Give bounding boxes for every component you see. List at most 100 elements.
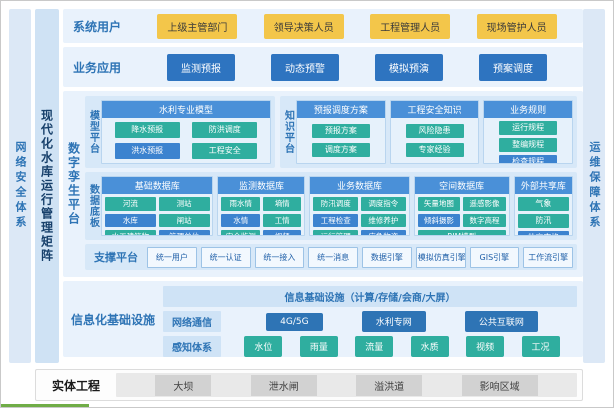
knowledge-item: 检查规程: [499, 155, 558, 163]
database-item: 工程检查: [313, 213, 359, 227]
knowledge-item: 专家经验: [405, 143, 464, 158]
database-box-monitoring: 监测数据库 雨水情 墒情 水情 工情 安全监测 视频: [217, 176, 306, 236]
knowledge-platform-label: 知识平台: [282, 110, 294, 154]
management-matrix-label: 现代化水库运行管理矩阵: [39, 109, 54, 263]
database-items: 河流 测站 水库 闸站 水工建筑物 管理单位: [102, 194, 212, 235]
digital-twin-label: 数字孪生平台: [66, 142, 81, 226]
knowledge-item: 运行规程: [499, 121, 558, 135]
network-label: 网络通信: [163, 311, 221, 332]
database-item: 数字高程: [463, 213, 506, 227]
system-users-label: 系统用户: [73, 19, 122, 34]
network-item: 水利专网: [361, 311, 426, 332]
knowledge-item: 风险隐患: [405, 123, 464, 138]
knowledge-platform-label-strip: 知识平台: [280, 96, 296, 168]
network-items: 4G/5G 水利专网 公共互联网: [227, 311, 577, 332]
sensing-row: 感知体系 水位 雨量 流量 水质 视频 工况: [163, 336, 577, 357]
model-item: 工程安全: [192, 142, 258, 159]
support-item: 工作流引擎: [523, 246, 573, 268]
infrastructure-content: 信息基础设施（计算/存储/会商/大屏） 网络通信 4G/5G 水利专网 公共互联…: [163, 281, 583, 357]
model-item: 降水预报: [114, 122, 180, 139]
database-item: 运行管理: [313, 230, 359, 235]
support-item: GIS引擎: [469, 246, 520, 268]
model-platform-body: 水利专业模型 降水预报 防洪调度 洪水预报 工程安全: [101, 96, 275, 168]
app-box: 监测预报: [167, 53, 235, 81]
database-item: 管理单位: [158, 230, 210, 235]
physical-item: 影响区域: [461, 374, 538, 396]
network-item: 公共互联网: [464, 311, 538, 332]
user-box: 领导决策人员: [263, 13, 344, 39]
physical-item: 溢洪道: [356, 374, 423, 396]
database-item: 安全监测: [221, 230, 260, 235]
database-box-basic: 基础数据库 河流 测站 水库 闸站 水工建筑物 管理单位: [101, 176, 214, 236]
system-users-row: 系统用户 上级主管部门 领导决策人员 工程管理人员 现场管护人员: [63, 9, 583, 43]
database-item: 遥感影像: [463, 197, 506, 211]
sensing-item: 雨量: [299, 336, 338, 357]
model-item: 防洪调度: [192, 122, 258, 139]
support-item: 统一消息: [308, 246, 358, 268]
database-item: 测站: [158, 197, 210, 211]
knowledge-item: 预报方案: [311, 123, 370, 138]
database-box-spatial: 空间数据库 矢量地图 遥感影像 倾斜摄影 数字高程 BIM模型: [413, 176, 510, 236]
sensing-item: 水位: [244, 336, 283, 357]
infrastructure-label: 信息化基础设施: [70, 312, 155, 327]
data-board-label: 数据底板: [87, 184, 99, 228]
database-item: 水工建筑物: [105, 230, 156, 235]
support-item: 模拟仿真引擎: [415, 246, 466, 268]
main-content: 系统用户 上级主管部门 领导决策人员 工程管理人员 现场管护人员 业务应用 监测…: [63, 9, 583, 363]
database-item: 水情: [221, 213, 260, 227]
support-platform-row: 支撑平台 统一用户 统一认证 统一接入 统一消息 数据引擎 模拟仿真引擎 GIS…: [85, 244, 577, 270]
ops-support-strip: 运维保障体系: [583, 9, 605, 363]
sensing-item: 视频: [466, 336, 505, 357]
database-items: 雨水情 墒情 水情 工情 安全监测 视频: [218, 194, 304, 235]
network-row: 网络通信 4G/5G 水利专网 公共互联网: [163, 311, 577, 332]
database-item: 雨水情: [221, 197, 260, 211]
database-header: 监测数据库: [218, 177, 305, 194]
app-box: 模拟预演: [374, 53, 443, 81]
hydraulic-models-box: 水利专业模型 降水预报 防洪调度 洪水预报 工程安全: [101, 100, 271, 164]
knowledge-item: 整编规程: [499, 138, 558, 152]
business-apps-items: 监测预报 动态预警 模拟预演 预案调度: [131, 53, 583, 81]
user-box: 上级主管部门: [157, 13, 238, 39]
support-item: 统一用户: [147, 246, 197, 268]
system-users-items: 上级主管部门 领导决策人员 工程管理人员 现场管护人员: [131, 13, 583, 39]
business-apps-row: 业务应用 监测预报 动态预警 模拟预演 预案调度: [63, 47, 583, 87]
database-item: 倾斜摄影: [417, 213, 461, 227]
support-platform-label: 支撑平台: [94, 251, 138, 264]
support-item: 统一接入: [254, 246, 305, 268]
green-accent-line: [1, 404, 89, 407]
database-header: 空间数据库: [414, 177, 509, 194]
physical-item: 泄水闸: [250, 374, 317, 396]
knowledge-box-items: 预报方案 调度方案: [297, 118, 385, 163]
knowledge-box: 预报调度方案 预报方案 调度方案: [296, 100, 386, 164]
database-box-external: 外部共享库 气象 防汛 共享交换: [513, 176, 573, 236]
sensing-label: 感知体系: [163, 336, 221, 357]
business-apps-label: 业务应用: [73, 60, 122, 75]
hydraulic-models-items: 降水预报 防洪调度 洪水预报 工程安全: [102, 118, 270, 163]
sensing-item: 水质: [410, 336, 449, 357]
database-item: BIM模型: [417, 230, 506, 235]
database-item: 防汛: [517, 214, 569, 228]
database-items: 气象 防汛 共享交换: [515, 194, 572, 235]
database-item: 共享交换: [517, 231, 569, 235]
network-security-strip: 网络安全体系: [9, 9, 31, 363]
data-board-panel: 数据底板 基础数据库 河流 测站 水库 闸站 水工建筑物: [85, 172, 577, 240]
database-header: 业务数据库: [310, 177, 409, 194]
digital-twin-content: 模型平台 水利专业模型 降水预报 防洪调度 洪水预报 工程安全: [85, 91, 583, 277]
database-header: 外部共享库: [514, 177, 572, 194]
database-item: 墒情: [262, 197, 302, 211]
database-item: 气象: [517, 197, 569, 211]
user-box: 现场管护人员: [476, 13, 557, 39]
knowledge-box-header: 业务规则: [484, 101, 573, 118]
database-item: 闸站: [158, 213, 210, 227]
network-item: 4G/5G: [266, 312, 323, 331]
database-items: 防汛调度 调度指令 工程检查 维修养护 运行管理 应急物资: [310, 194, 408, 235]
knowledge-platform-body: 预报调度方案 预报方案 调度方案 工程安全知识 风险隐患 专家: [296, 96, 577, 168]
knowledge-box-items: 风险隐患 专家经验: [391, 118, 479, 163]
database-header: 基础数据库: [102, 177, 213, 194]
management-matrix-strip: 现代化水库运行管理矩阵: [35, 9, 59, 363]
database-item: 视频: [262, 230, 302, 235]
support-item: 数据引擎: [362, 246, 412, 268]
database-item: 防汛调度: [313, 197, 359, 211]
physical-engineering-items: 大坝 泄水闸 溢洪道 影响区域: [116, 373, 577, 397]
